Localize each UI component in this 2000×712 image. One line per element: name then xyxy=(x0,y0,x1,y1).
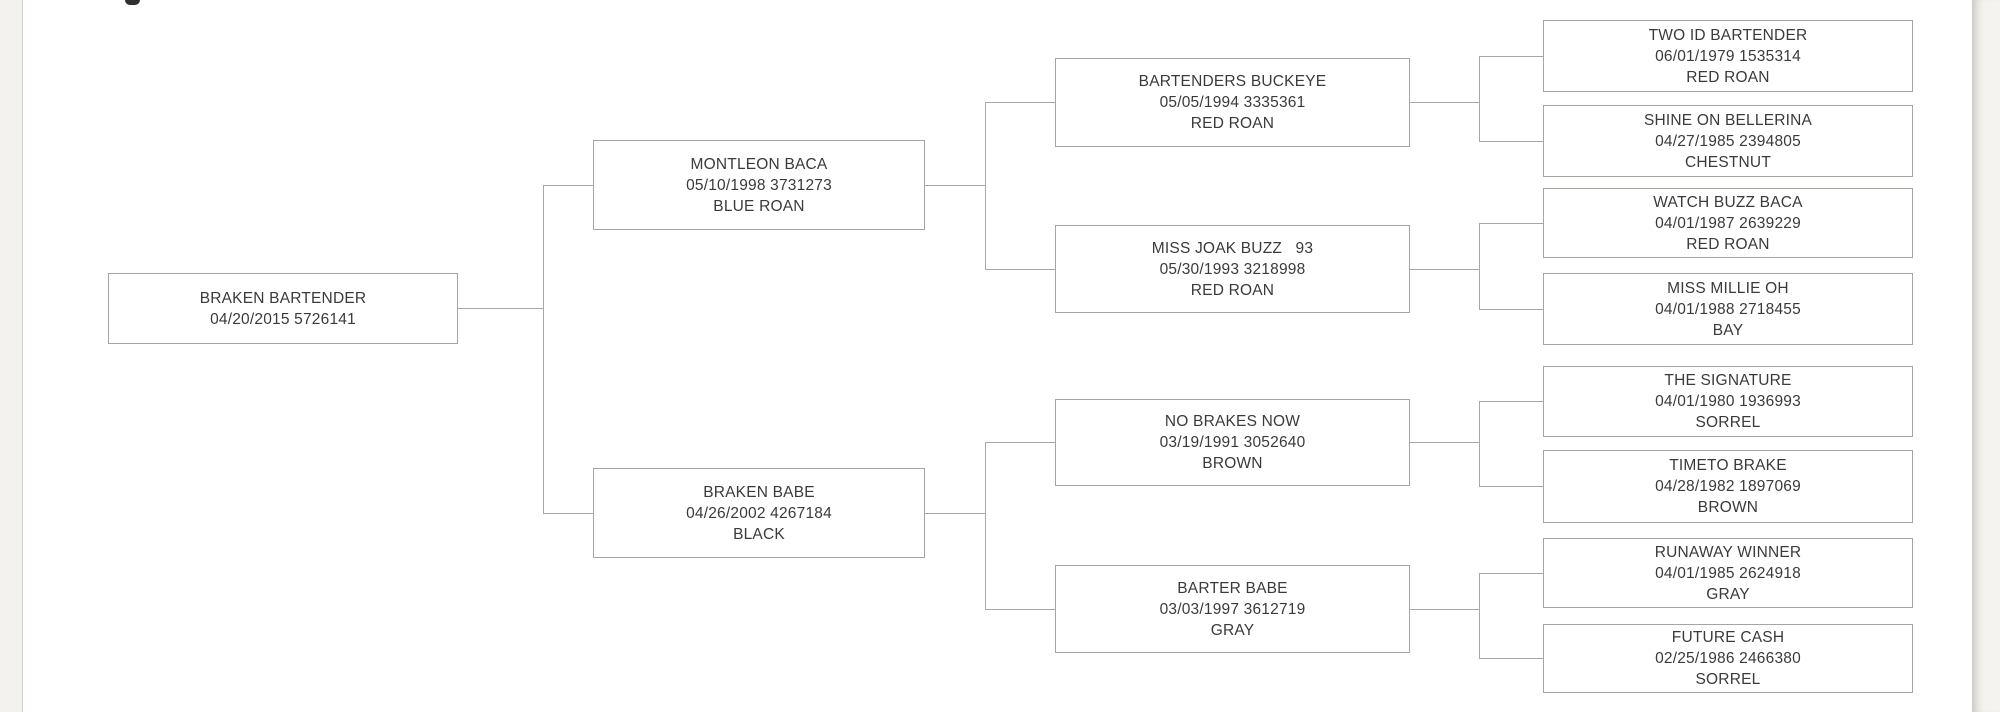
horse-date-reg: 03/19/1991 3052640 xyxy=(1159,434,1306,451)
pedigree-node-g4-1: TWO ID BARTENDER 06/01/1979 1535314 RED … xyxy=(1543,20,1913,92)
horse-date-reg: 04/01/1987 2639229 xyxy=(1655,214,1801,232)
pedigree-node-dam: BRAKEN BABE 04/26/2002 4267184 BLACK xyxy=(593,468,925,558)
horse-color: SORREL xyxy=(1695,671,1761,688)
horse-color: RED ROAN xyxy=(1190,115,1275,132)
horse-name: SHINE ON BELLERINA xyxy=(1643,111,1813,129)
clipped-heading-text-fragment xyxy=(125,0,140,5)
horse-name: TIMETO BRAKE xyxy=(1669,457,1787,474)
pedigree-node-g4-7: RUNAWAY WINNER 04/01/1985 2624918 GRAY xyxy=(1543,538,1913,608)
connector-g3-4-to-g4 xyxy=(1410,573,1543,659)
horse-date-reg: 03/03/1997 3612719 xyxy=(1159,600,1306,618)
horse-date-reg: 05/05/1994 3335361 xyxy=(1159,94,1306,111)
horse-date-reg: 05/10/1998 3731273 xyxy=(686,176,832,194)
horse-date-reg: 06/01/1979 1535314 xyxy=(1655,47,1801,65)
horse-date-reg: 04/28/1982 1897069 xyxy=(1655,478,1801,495)
horse-color: CHESTNUT xyxy=(1685,153,1771,171)
right-page-margin xyxy=(1972,0,2000,712)
horse-color: SORREL xyxy=(1695,414,1761,431)
pedigree-node-g4-4: MISS MILLIE OH 04/01/1988 2718455 BAY xyxy=(1543,273,1913,345)
horse-color: RED ROAN xyxy=(1686,235,1770,253)
horse-color: GRAY xyxy=(1210,621,1255,639)
horse-color: RED ROAN xyxy=(1190,281,1275,299)
horse-name: NO BRAKES NOW xyxy=(1164,413,1301,430)
horse-color: BLACK xyxy=(733,525,785,543)
horse-date-reg: 04/01/1988 2718455 xyxy=(1655,300,1801,318)
left-page-margin xyxy=(0,0,23,712)
horse-date-reg: 04/01/1980 1936993 xyxy=(1655,393,1801,410)
horse-color: RED ROAN xyxy=(1686,68,1770,86)
connector-g3-3-to-g4 xyxy=(1410,401,1543,487)
horse-name: RUNAWAY WINNER xyxy=(1654,543,1802,561)
pedigree-node-g3-3: NO BRAKES NOW 03/19/1991 3052640 BROWN xyxy=(1055,399,1410,486)
horse-color: GRAY xyxy=(1706,585,1750,603)
pedigree-node-g4-8: FUTURE CASH 02/25/1986 2466380 SORREL xyxy=(1543,624,1913,693)
pedigree-node-g4-6: TIMETO BRAKE 04/28/1982 1897069 BROWN xyxy=(1543,450,1913,523)
pedigree-node-g3-2: MISS JOAK BUZZ 93 05/30/1993 3218998 RED… xyxy=(1055,225,1410,313)
horse-name: THE SIGNATURE xyxy=(1664,372,1792,389)
horse-color: BLUE ROAN xyxy=(713,197,805,215)
horse-name: FUTURE CASH xyxy=(1671,629,1785,646)
connector-g3-1-to-g4 xyxy=(1410,56,1543,142)
horse-name: BRAKEN BARTENDER xyxy=(199,289,367,307)
horse-color: BAY xyxy=(1712,321,1744,339)
horse-date-reg: 04/20/2015 5726141 xyxy=(210,310,356,328)
horse-color: BROWN xyxy=(1202,455,1263,472)
pedigree-node-g3-4: BARTER BABE 03/03/1997 3612719 GRAY xyxy=(1055,565,1410,653)
horse-date-reg: 04/26/2002 4267184 xyxy=(686,504,832,522)
horse-name: BARTENDERS BUCKEYE xyxy=(1138,73,1327,90)
pedigree-node-g4-3: WATCH BUZZ BACA 04/01/1987 2639229 RED R… xyxy=(1543,188,1913,258)
pedigree-node-sire: MONTLEON BACA 05/10/1998 3731273 BLUE RO… xyxy=(593,140,925,230)
horse-name: MISS JOAK BUZZ 93 xyxy=(1151,239,1314,257)
pedigree-node-root: BRAKEN BARTENDER 04/20/2015 5726141 xyxy=(108,273,458,344)
connector-g3-2-to-g4 xyxy=(1410,223,1543,310)
horse-date-reg: 04/01/1985 2624918 xyxy=(1655,564,1801,582)
horse-name: BARTER BABE xyxy=(1177,579,1288,597)
horse-date-reg: 02/25/1986 2466380 xyxy=(1655,650,1801,667)
horse-date-reg: 04/27/1985 2394805 xyxy=(1655,132,1801,150)
horse-date-reg: 05/30/1993 3218998 xyxy=(1159,260,1306,278)
pedigree-node-g3-1: BARTENDERS BUCKEYE 05/05/1994 3335361 RE… xyxy=(1055,58,1410,147)
connector-dam-to-grandparents xyxy=(925,442,1055,610)
horse-name: MISS MILLIE OH xyxy=(1667,279,1789,297)
horse-name: MONTLEON BACA xyxy=(690,155,828,173)
horse-name: WATCH BUZZ BACA xyxy=(1653,193,1803,211)
connector-root-to-parents xyxy=(458,185,593,514)
horse-color: BROWN xyxy=(1697,499,1759,516)
horse-name: TWO ID BARTENDER xyxy=(1648,26,1808,44)
pedigree-node-g4-2: SHINE ON BELLERINA 04/27/1985 2394805 CH… xyxy=(1543,105,1913,177)
pedigree-node-g4-5: THE SIGNATURE 04/01/1980 1936993 SORREL xyxy=(1543,366,1913,437)
horse-name: BRAKEN BABE xyxy=(703,483,815,501)
connector-sire-to-grandparents xyxy=(925,102,1055,270)
